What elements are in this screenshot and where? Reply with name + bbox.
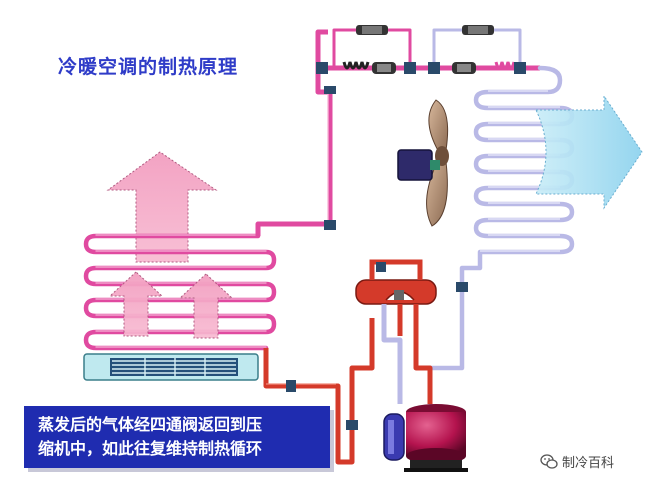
fan-motor-icon: [397, 149, 440, 181]
gas-return-pipe: [263, 318, 375, 465]
indoor-unit-grille: [83, 353, 259, 381]
watermark: 制冷百科: [540, 452, 614, 471]
fan-blade-icon: [426, 99, 449, 227]
pipe-joints: [286, 262, 468, 430]
strainer-left: [356, 25, 388, 35]
warm-airflow-arrow-left: [108, 271, 164, 337]
caption-line-2: 缩机中，如此往复维持制热循环: [38, 439, 263, 458]
throttle-assembly: [316, 61, 526, 230]
caption-box: 蒸发后的气体经四通阀返回到压 缩机中，如此往复维持制热循环: [24, 406, 330, 468]
diagram-title: 冷暖空调的制热原理: [58, 56, 239, 78]
compressor-icon: [404, 404, 468, 472]
discharge-pipe: [381, 304, 403, 404]
suction-pipe: [413, 304, 433, 404]
warm-airflow-arrow-right: [178, 273, 234, 339]
warm-airflow-arrow: [106, 151, 218, 263]
accumulator: [383, 413, 405, 461]
four-way-valve-icon: [355, 259, 437, 305]
watermark-text: 制冷百科: [562, 456, 615, 471]
wechat-icon: [540, 453, 558, 469]
caption-line-1: 蒸发后的气体经四通阀返回到压: [38, 415, 263, 434]
strainer-right: [462, 25, 494, 35]
indoor-condenser-coil: [83, 233, 277, 351]
outdoor-evaporator-coil: [427, 65, 575, 371]
cool-airflow-arrow: [535, 94, 643, 210]
